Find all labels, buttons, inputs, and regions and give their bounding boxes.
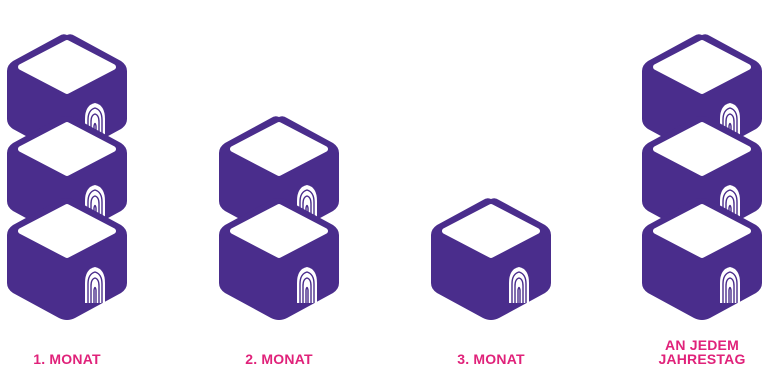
label-anniversary-line-2: JAHRESTAG [658,351,746,367]
label-month-3-line: 3. MONAT [457,351,525,367]
cube-top-face [442,204,540,258]
label-month-2-line: 2. MONAT [245,351,313,367]
cube-month-1-3 [7,198,127,320]
label-month-3: 3. MONAT [421,352,561,366]
label-month-1-line: 1. MONAT [33,351,101,367]
cube-stack-month-3 [431,198,551,320]
cube-top-face [230,204,328,258]
shell-logo-icon [509,267,529,303]
cube-top-face [653,40,751,94]
cube-month-3-1 [431,198,551,320]
cube-anniversary-3 [642,198,762,320]
shell-logo-icon [297,267,317,303]
cube-stack-month-2 [219,116,339,320]
cube-top-face [18,122,116,176]
cube-anniversary-1 [642,34,762,157]
cube-month-1-1 [7,34,127,157]
cube-top-face [653,122,751,176]
shell-logo-icon [720,267,740,303]
cube-top-face [18,204,116,258]
label-month-1: 1. MONAT [0,352,137,366]
cube-top-face [230,122,328,176]
cube-stack-month-1 [7,34,127,320]
cube-stack-anniversary [642,34,762,320]
label-anniversary: AN JEDEM JAHRESTAG [632,338,762,366]
cube-month-2-1 [219,116,339,238]
shell-logo-icon [85,267,105,303]
cube-month-2-2 [219,198,339,320]
cube-top-face [18,40,116,94]
cube-month-1-2 [7,116,127,238]
label-anniversary-line-1: AN JEDEM [665,337,739,353]
cube-anniversary-2 [642,116,762,238]
label-month-2: 2. MONAT [209,352,349,366]
cube-top-face [653,204,751,258]
